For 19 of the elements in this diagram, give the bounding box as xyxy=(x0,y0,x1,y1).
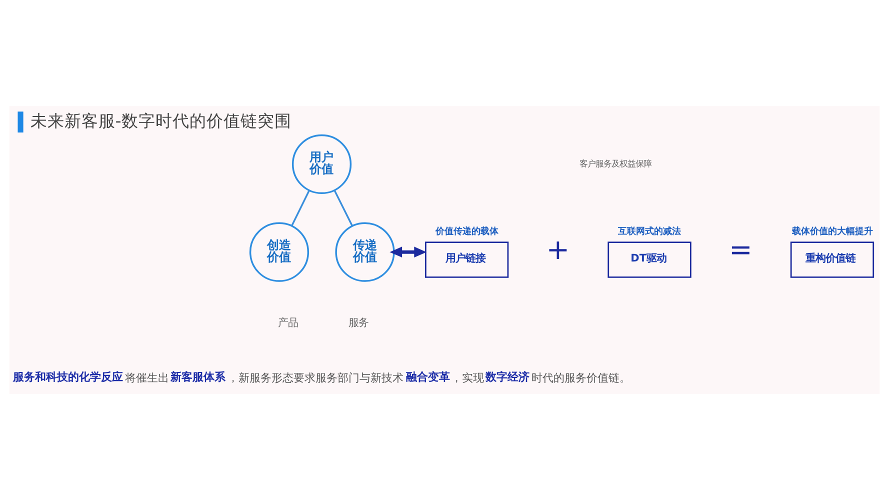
node-label: 互联网式的减法 xyxy=(618,227,682,238)
label: 服务和科技的化学反应将催生出新客服体系，新服务形态要求服务部门与新技术融合变革，实现数字经济时代的服务价值链。 xyxy=(13,370,630,384)
node-box: DT驱动 xyxy=(608,242,692,278)
node-label: 载体价值的大幅提升 xyxy=(792,227,874,238)
diagram-title: 未来新客服-数字时代的价值链突围 xyxy=(30,110,292,130)
node-box: 用户链接 xyxy=(424,242,509,278)
node-label: 服务 xyxy=(348,317,369,330)
connector xyxy=(291,190,310,226)
connector xyxy=(334,190,353,226)
label: = xyxy=(729,233,752,266)
label: + xyxy=(546,233,570,266)
node-circle: 传递价值 xyxy=(335,222,395,282)
node-label: 产品 xyxy=(278,317,298,330)
node-circle: 用户价值 xyxy=(292,134,352,194)
node-box: 重构价值链 xyxy=(790,242,874,278)
label: 客户服务及权益保障 xyxy=(579,158,652,168)
node-label: 价值传递的载体 xyxy=(435,227,498,238)
arrow xyxy=(390,246,427,258)
node-circle: 创造价值 xyxy=(249,222,310,282)
